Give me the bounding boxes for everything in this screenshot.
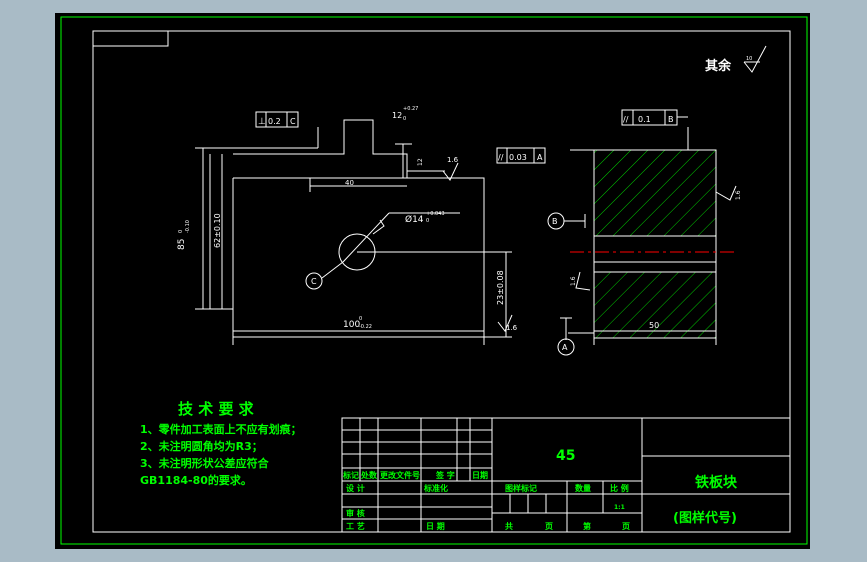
height-total-lower: -0.10 [185,220,191,233]
tech-title: 技 术 要 求 [178,400,255,418]
corner-box [92,30,169,47]
tb-standard: 标准化 [423,483,448,493]
roughness-symbol-icon [743,45,767,73]
roughness-bottom: 1.6 [506,324,518,332]
tol-main-symbol: ⊥ [258,117,266,127]
roughness-side-right: 1.6 [735,190,742,200]
tol-side-left-datum: A [537,153,543,162]
roughness-slot: 1.6 [447,156,459,164]
hole-dim-lower: 0 [426,218,429,224]
tech-line-4: GB1184-80的要求。 [140,473,252,487]
height-inner: 62±0.10 [213,213,222,248]
tech-line-3: 3、未注明形状公差应符合 [140,456,270,470]
datum-a-label: A [562,343,568,352]
roughness-symbol-icon [442,162,459,181]
tech-line-1: 1、零件加工表面上不应有划痕； [140,422,302,436]
slot-dim-upper: +0.27 [403,106,418,112]
slot-depth: 12 [417,158,424,166]
side-hatch-top [593,149,717,237]
slot-dim-lower: 0 [403,116,406,122]
part-name: 铁板块 [695,474,738,491]
tol-side-top-datum: B [668,115,674,124]
tol-side-left-value: 0.03 [509,153,527,162]
tolerance-frame-main: ⊥ 0.2 C [255,111,319,148]
part-outline [232,119,485,338]
tol-side-left-symbol: // [498,153,504,162]
tolerance-frame-side-left: // 0.03 A [496,147,546,164]
surface-finish-label: 其余 [705,58,732,74]
tol-main-datum: C [290,117,296,126]
tech-line-2: 2、未注明圆角均为R3； [140,439,263,453]
roughness-symbol-icon [715,185,737,201]
tb-header-count: 处数 [360,470,378,480]
tech-requirements: 技 术 要 求 1、零件加工表面上不应有划痕； 2、未注明圆角均为R3； 3、未… [140,400,302,487]
outer-frame [60,16,808,545]
width-total-upper: 0 [359,316,362,322]
tb-date: 日 期 [426,521,445,531]
height-total-upper: 0 [178,230,184,233]
tol-main-value: 0.2 [268,117,281,126]
datum-b-label: B [552,217,558,226]
tb-sheet-page: 页 [622,522,630,531]
tol-side-top-symbol: // [623,115,629,124]
tb-stage-mark: 图样标记 [505,483,537,493]
tb-scale: 1:1 [614,504,625,511]
side-view [547,116,737,356]
tb-weight: 数量 [575,483,591,493]
tb-header-sign: 签 字 [435,470,455,480]
roughness-symbol-icon [575,271,591,291]
tb-header-mark: 标记 [342,470,359,480]
roughness-side-left: 1.6 [570,276,577,286]
tol-side-top-value: 0.1 [638,115,651,124]
surface-finish-note: 其余 10 [705,45,767,74]
width-total: 100 [343,320,360,330]
drawing-code: (图样代号) [673,510,737,526]
tolerance-frame-side-top: // 0.1 B [621,109,678,126]
side-hatch-bottom [593,271,717,339]
slot-dim: 12 [392,111,402,120]
tb-sheet: 第 [583,521,591,531]
tb-header-doc: 更改文件号 [380,470,420,480]
hole-dim-upper: +0.043 [426,211,445,217]
datum-c-label: C [311,277,317,286]
roughness-symbol-icon [497,314,513,332]
roughness-symbol-icon [372,219,385,235]
surface-finish-value: 10 [746,56,752,62]
material-label: 45 [556,448,575,464]
datum-a-bubble [557,338,575,356]
tb-design: 设 计 [346,483,365,493]
tb-review: 审 核 [346,508,365,518]
hole-dim: Ø14 [405,214,424,225]
width-total-lower: -0.22 [359,324,372,330]
tb-scale-label: 比 例 [610,483,629,493]
tb-process: 工 艺 [346,521,365,531]
tb-total: 共 [505,521,513,531]
title-block [341,417,791,533]
side-width: 50 [649,321,659,330]
slot-pos: 40 [345,179,354,187]
height-total: 85 [177,239,187,250]
hole-height: 23±0.08 [496,270,505,305]
datum-c-bubble [305,272,323,290]
tb-header-date: 日期 [472,470,488,480]
tb-sheet-of: 页 [545,522,553,531]
main-view [195,119,513,345]
